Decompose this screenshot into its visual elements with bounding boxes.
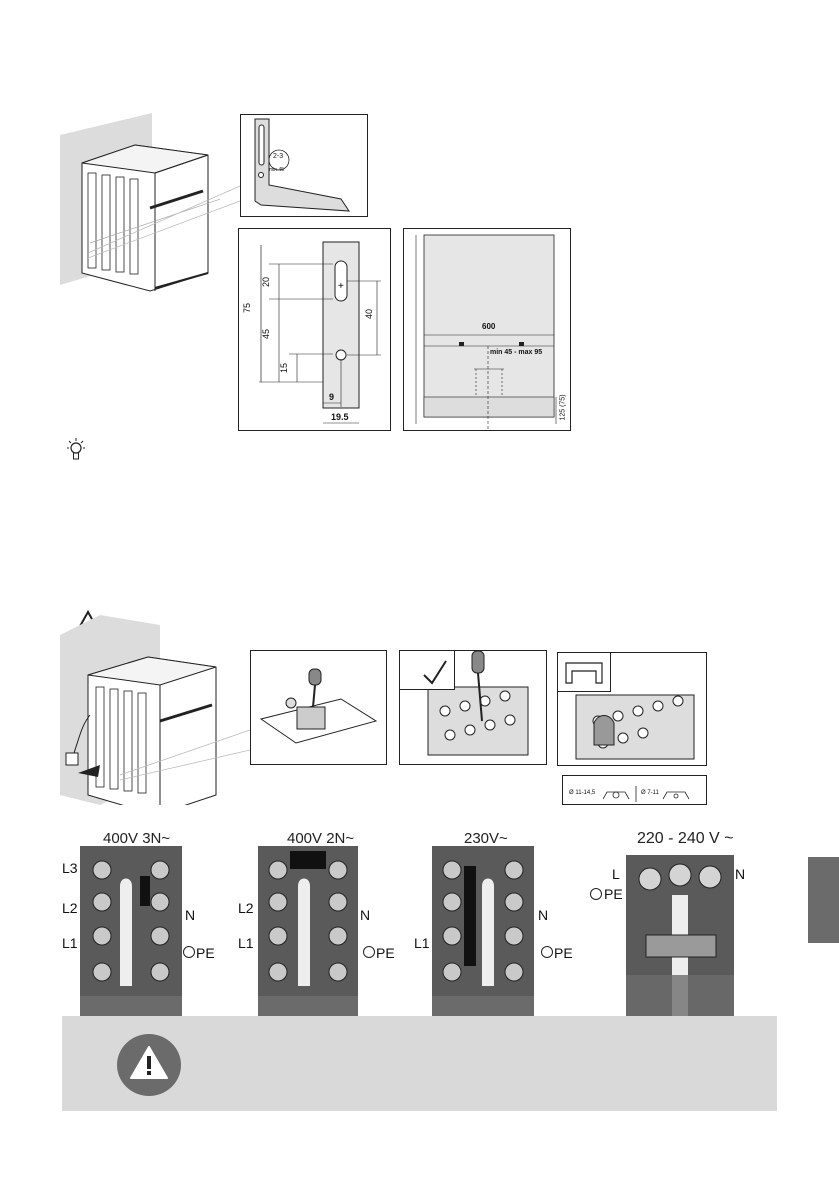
clamp-icon-box bbox=[557, 652, 611, 692]
lightbulb-icon bbox=[64, 437, 88, 463]
earth-icon bbox=[183, 946, 195, 958]
terminal-label-n: N bbox=[735, 866, 746, 882]
dim-75: 75 bbox=[242, 302, 253, 314]
cooker-socket-illustration bbox=[60, 615, 240, 805]
terminal-label-pe: PE bbox=[554, 945, 573, 961]
clamp-range-small: Ø 7-11 bbox=[641, 790, 659, 796]
terminal-block-230v bbox=[432, 846, 534, 1031]
terminal-title-220-240v: 220 - 240 V ~ bbox=[637, 830, 734, 847]
dim-600: 600 bbox=[482, 322, 496, 331]
terminal-label-l: L bbox=[612, 866, 620, 882]
dim-gap-range: min 45 - max 95 bbox=[490, 349, 543, 356]
terminal-label-n: N bbox=[185, 907, 196, 923]
svg-text:+: + bbox=[338, 281, 344, 292]
checkmark-icon bbox=[399, 650, 455, 690]
bracket-dimensions-box: + 75 20 45 15 40 9 19.5 bbox=[238, 228, 391, 431]
terminal-label-l3: L3 bbox=[62, 860, 78, 876]
dim-20: 20 bbox=[261, 276, 272, 288]
dim-40: 40 bbox=[364, 308, 375, 320]
dim-9: 9 bbox=[329, 392, 335, 402]
warning-band bbox=[62, 1016, 777, 1111]
side-tab bbox=[808, 857, 839, 943]
earth-icon bbox=[363, 946, 375, 958]
clamp-range-large: Ø 11-14,5 bbox=[569, 790, 596, 796]
terminal-label-l1: L1 bbox=[62, 935, 78, 951]
terminal-label-n: N bbox=[538, 907, 549, 923]
earth-icon bbox=[541, 946, 553, 958]
terminal-block-400v-3n bbox=[80, 846, 182, 1031]
terminal-label-pe: PE bbox=[604, 886, 623, 902]
dim-19-5: 19.5 bbox=[331, 412, 349, 422]
bracket-detail-box: 2-3 min 45 bbox=[240, 114, 368, 217]
dim-15: 15 bbox=[279, 362, 290, 374]
terminal-title-230v: 230V~ bbox=[464, 830, 508, 847]
dim-45: 45 bbox=[261, 328, 272, 340]
bracket-detail-label-b: min 45 bbox=[269, 167, 285, 173]
terminal-label-l1: L1 bbox=[238, 935, 254, 951]
terminal-title-400v-2n: 400V 2N~ bbox=[287, 830, 355, 847]
earth-icon bbox=[590, 888, 602, 900]
terminal-label-pe: PE bbox=[376, 945, 395, 961]
terminal-label-l2: L2 bbox=[238, 900, 254, 916]
terminal-block-400v-2n bbox=[258, 846, 358, 1031]
terminal-label-n: N bbox=[360, 907, 371, 923]
bracket-detail-label-a: 2-3 bbox=[273, 153, 284, 160]
middle-leader-lines bbox=[119, 729, 251, 781]
rear-view-box: 600 min 45 - max 95 125 (75) bbox=[403, 228, 571, 431]
dim-125-75: 125 (75) bbox=[559, 394, 567, 421]
clamp-ranges-box: Ø 11-14,5 Ø 7-11 bbox=[562, 775, 707, 805]
terminal-title-400v-3n: 400V 3N~ bbox=[103, 830, 171, 847]
warning-icon bbox=[117, 1034, 181, 1096]
terminal-label-l1: L1 bbox=[414, 935, 430, 951]
cooker-wall-illustration bbox=[60, 113, 220, 303]
terminal-block-220-240v bbox=[626, 855, 734, 1031]
terminal-label-pe: PE bbox=[196, 945, 215, 961]
cover-screwdriver-box bbox=[250, 650, 387, 765]
terminal-label-l2: L2 bbox=[62, 900, 78, 916]
leader-lines bbox=[87, 185, 241, 259]
